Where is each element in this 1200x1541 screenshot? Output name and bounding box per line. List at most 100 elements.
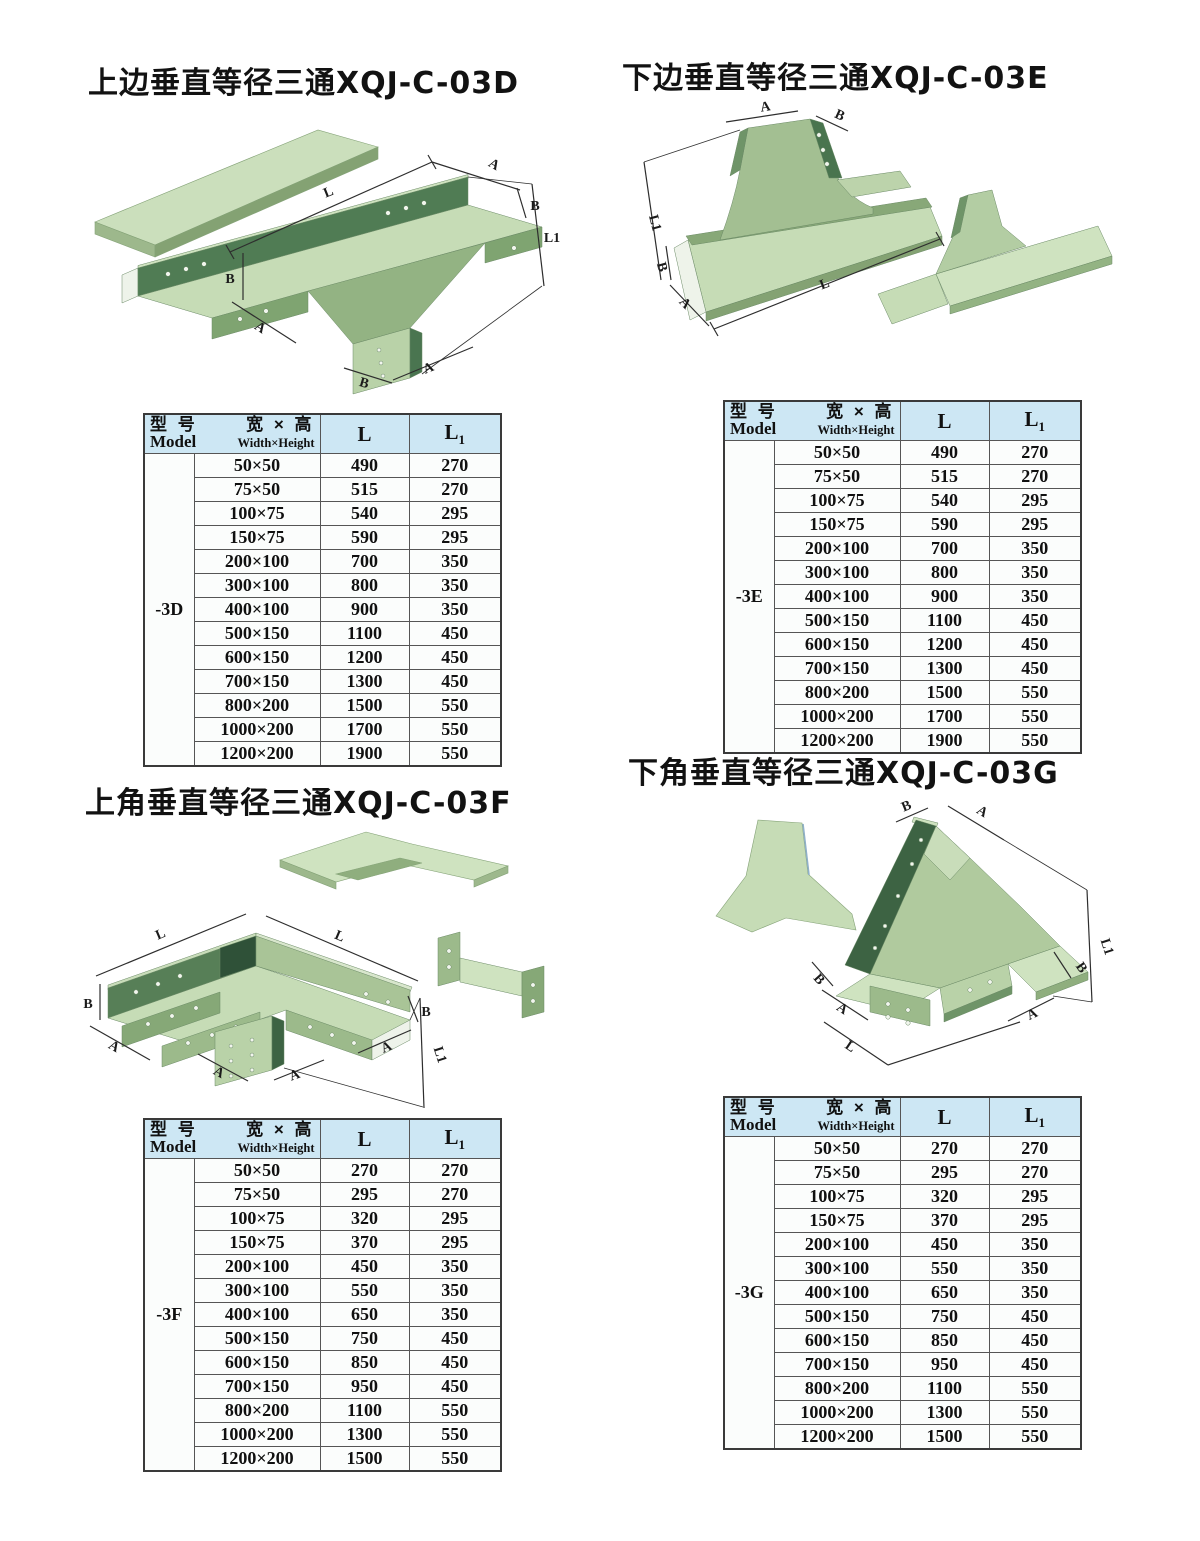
cell-l1: 350 <box>988 560 1082 585</box>
cell-l1: 350 <box>988 584 1082 609</box>
cell-l1: 550 <box>408 741 502 767</box>
dim-label-b: B <box>653 261 670 274</box>
drawing-03d: L A B L1 B A A B <box>94 129 560 395</box>
cell-l1: 295 <box>988 1208 1082 1233</box>
dimension-lines <box>811 805 1093 1066</box>
cell-l: 950 <box>319 1374 410 1399</box>
cell-l1: 450 <box>988 1352 1082 1377</box>
cell-l: 590 <box>319 525 410 550</box>
connector-piece <box>437 931 545 1019</box>
cell-l1: 270 <box>988 1136 1082 1161</box>
cell-size: 1200×200 <box>773 1424 901 1450</box>
dim-label-l: L <box>322 184 336 201</box>
cell-l: 490 <box>899 440 990 465</box>
dim-label-b: B <box>900 798 914 815</box>
cell-size: 1200×200 <box>193 1446 321 1472</box>
cell-l: 515 <box>899 464 990 489</box>
header-model-en: Model <box>150 1137 197 1156</box>
dim-label-a: A <box>106 1038 123 1056</box>
dim-label-l1: L1 <box>430 1045 449 1065</box>
cell-l1: 270 <box>988 440 1082 465</box>
cell-l: 850 <box>319 1350 410 1375</box>
cell-l1: 295 <box>408 501 502 526</box>
drawing-03g: B A L1 B A B A L <box>715 798 1116 1066</box>
cell-l: 450 <box>319 1254 410 1279</box>
dim-label-b: B <box>810 971 827 988</box>
cell-l1: 350 <box>408 1302 502 1327</box>
corner-tee-fitting <box>835 816 1089 1027</box>
dimension-lines <box>225 154 545 384</box>
cell-size: 75×50 <box>193 477 321 502</box>
header-model-cn: 型 号 <box>730 1098 778 1117</box>
cell-l: 295 <box>899 1160 990 1185</box>
model-label: -3E <box>723 440 775 754</box>
cell-size: 800×200 <box>773 680 901 705</box>
header-col-l1: L1 <box>408 1118 502 1159</box>
header-col-l1: L1 <box>408 413 502 454</box>
model-label: -3D <box>143 453 195 767</box>
header-model-cn: 型 号 <box>150 1120 198 1139</box>
cell-l1: 450 <box>408 669 502 694</box>
cell-size: 100×75 <box>193 501 321 526</box>
dim-label-l1: L1 <box>544 231 560 246</box>
cell-l1: 295 <box>988 1184 1082 1209</box>
dim-label-l: L <box>842 1038 858 1056</box>
cell-l1: 350 <box>988 1280 1082 1305</box>
header-size-en: Width×Height <box>817 1119 895 1133</box>
cell-l1: 550 <box>988 680 1082 705</box>
cell-l: 1300 <box>899 1400 990 1425</box>
cell-size: 700×150 <box>193 1374 321 1399</box>
header-size-en: Width×Height <box>817 423 895 437</box>
cell-l: 450 <box>899 1232 990 1257</box>
cell-l1: 350 <box>988 1256 1082 1281</box>
cell-size: 200×100 <box>773 536 901 561</box>
cell-l: 490 <box>319 453 410 478</box>
cell-size: 300×100 <box>773 560 901 585</box>
header-model-cn: 型 号 <box>730 402 778 421</box>
header-col-l: L <box>899 400 990 441</box>
cell-l1: 270 <box>988 464 1082 489</box>
tee-fitting <box>673 118 943 322</box>
cell-size: 50×50 <box>193 1158 321 1183</box>
cell-l1: 550 <box>988 704 1082 729</box>
header-model-en: Model <box>150 432 197 451</box>
section-title-03e: 下边垂直等径三通XQJ-C-03E <box>622 61 1049 96</box>
cell-l: 270 <box>319 1158 410 1183</box>
cell-size: 50×50 <box>773 1136 901 1161</box>
dim-label-a: A <box>834 1000 851 1019</box>
header-col-l: L <box>319 1118 410 1159</box>
cell-size: 500×150 <box>193 621 321 646</box>
cell-l: 1900 <box>319 741 410 767</box>
cell-l: 590 <box>899 512 990 537</box>
cell-l: 1300 <box>899 656 990 681</box>
cell-l: 950 <box>899 1352 990 1377</box>
cell-size: 700×150 <box>193 669 321 694</box>
dim-label-b: B <box>83 997 92 1012</box>
cell-size: 150×75 <box>193 1230 321 1255</box>
cell-l: 295 <box>319 1182 410 1207</box>
cell-l: 700 <box>319 549 410 574</box>
cell-l: 1100 <box>899 608 990 633</box>
cell-l1: 450 <box>988 608 1082 633</box>
